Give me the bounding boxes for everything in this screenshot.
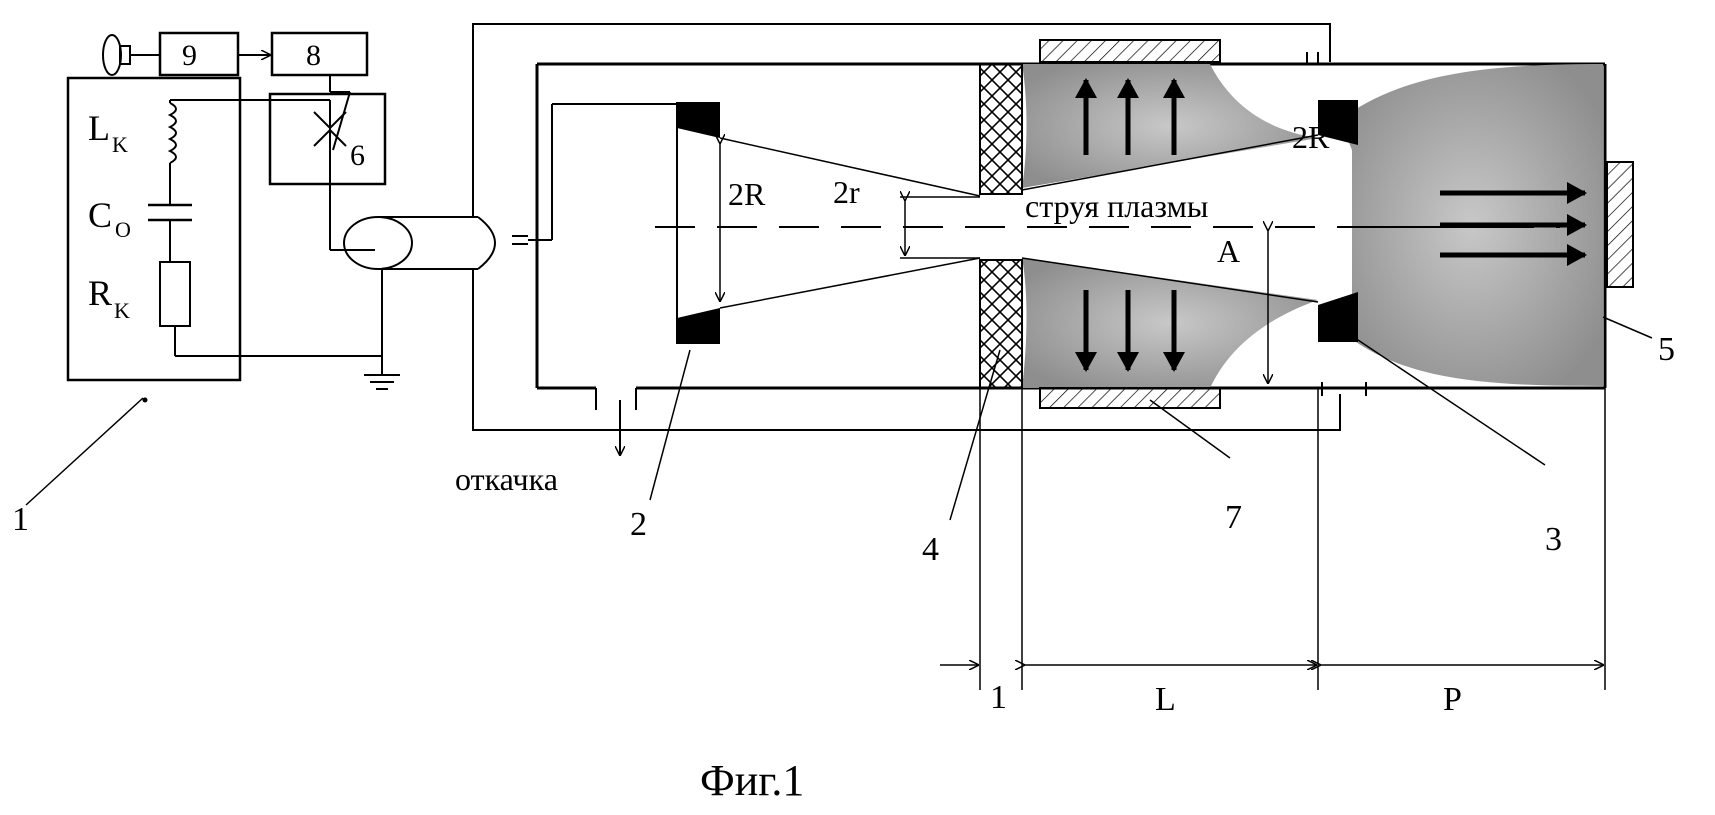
label-2: 2 xyxy=(630,506,647,543)
lamp-icon xyxy=(103,35,121,75)
label-dim-p: P xyxy=(1443,681,1462,718)
label-8: 8 xyxy=(306,39,321,72)
resistor-symbol xyxy=(160,262,190,326)
label-4: 4 xyxy=(922,531,939,568)
coaxial-feedthrough xyxy=(344,104,677,389)
label-rk-sub: K xyxy=(114,298,130,323)
target-5 xyxy=(1607,162,1633,287)
block-6-switch xyxy=(270,94,385,184)
label-rk: R xyxy=(88,273,112,313)
label-co-sub: O xyxy=(115,217,131,242)
inductor-symbol xyxy=(170,103,176,163)
label-9: 9 xyxy=(182,39,197,72)
label-pumping: откачка xyxy=(455,461,558,497)
label-plasma-jet: струя плазмы xyxy=(1025,188,1208,224)
label-2r-left: 2R xyxy=(728,176,766,212)
trigger-chain xyxy=(103,33,385,250)
label-5: 5 xyxy=(1658,331,1675,368)
label-dim-1: 1 xyxy=(990,679,1007,716)
label-lk-sub: K xyxy=(112,132,128,157)
label-dim-l: L xyxy=(1155,681,1176,718)
dimension-lines xyxy=(940,388,1605,690)
label-co: C xyxy=(88,195,112,235)
figure-caption: Фиг.1 xyxy=(700,756,804,805)
block-9 xyxy=(160,33,238,75)
label-a: A xyxy=(1217,233,1240,269)
label-lk: L xyxy=(88,108,110,148)
electrode-2 xyxy=(677,102,980,344)
label-6: 6 xyxy=(350,139,365,172)
label-3: 3 xyxy=(1545,521,1562,558)
label-2r-right: 2R xyxy=(1292,119,1330,155)
label-1: 1 xyxy=(12,501,29,538)
label-small-2r: 2r xyxy=(833,174,860,210)
label-7: 7 xyxy=(1225,499,1242,536)
